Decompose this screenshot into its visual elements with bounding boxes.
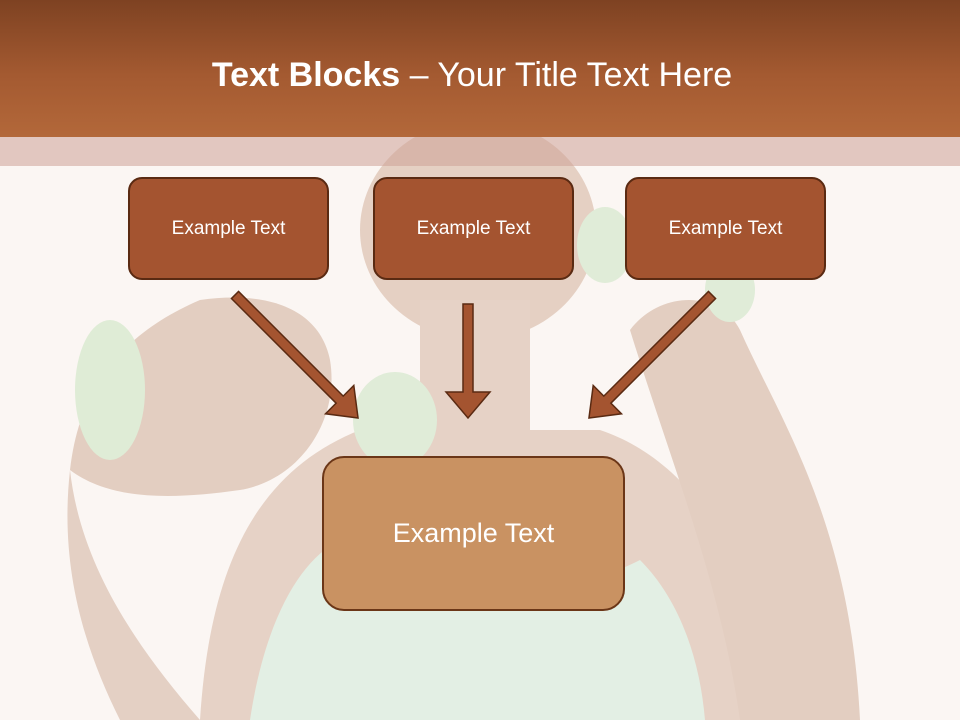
arrow-icon	[230, 290, 359, 419]
header-strip	[0, 137, 960, 166]
text-block-1[interactable]: Example Text	[128, 177, 329, 280]
main-text-block[interactable]: Example Text	[322, 456, 625, 611]
arrow-icon	[588, 290, 717, 419]
slide-title: Text Blocks – Your Title Text Here	[0, 52, 944, 98]
title-bold: Text Blocks	[211, 56, 401, 94]
text-block-label: Example Text	[416, 217, 531, 239]
title-rest: Your Title Text Here	[437, 56, 733, 94]
text-block-2[interactable]: Example Text	[373, 177, 574, 280]
text-block-label: Example Text	[668, 217, 783, 239]
arrow-icon	[444, 303, 492, 420]
text-block-3[interactable]: Example Text	[625, 177, 826, 280]
main-text-block-label: Example Text	[392, 518, 555, 548]
header-bar	[0, 0, 960, 137]
title-separator: –	[400, 56, 438, 94]
text-block-label: Example Text	[171, 217, 286, 239]
